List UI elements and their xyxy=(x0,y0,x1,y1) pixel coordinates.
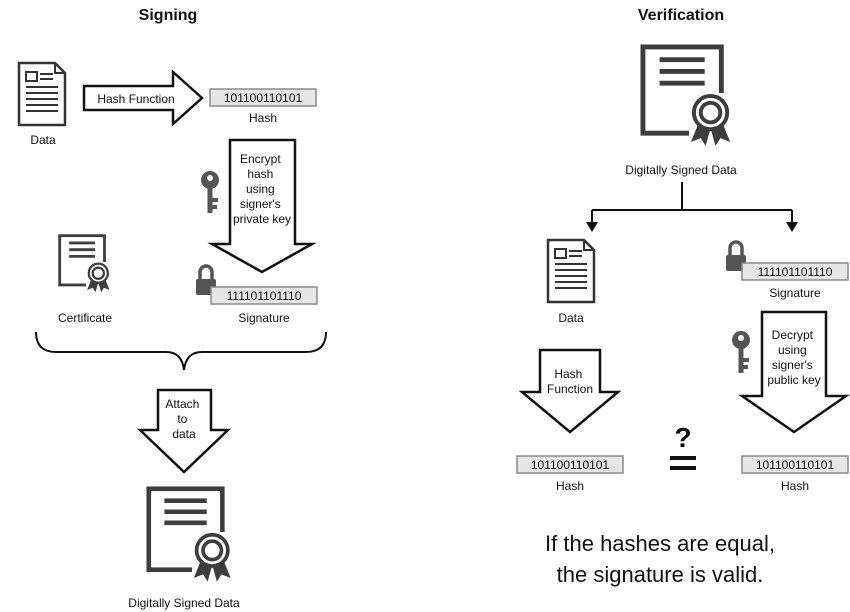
decrypted-hash-value: 101100110101 xyxy=(756,458,835,472)
comparison-question-mark: ? xyxy=(674,422,691,453)
grouping-brace xyxy=(35,331,327,371)
signature-value-box xyxy=(210,286,318,305)
verify-signature-label: Signature xyxy=(769,286,821,300)
hash-function-label: Hash Function xyxy=(97,92,174,106)
verify-signature-value-box xyxy=(741,262,849,281)
hash-value: 101100110101 xyxy=(224,91,303,105)
arrowhead-right xyxy=(786,222,798,232)
verify-data-label: Data xyxy=(558,311,584,325)
arrowhead-left xyxy=(586,222,598,232)
caption-line-1: If the hashes are equal, xyxy=(545,531,775,556)
hash-function-arrow xyxy=(82,69,204,127)
decrypt-arrow xyxy=(737,310,850,434)
encrypt-label: Encrypt hash using signer's private key xyxy=(233,152,291,226)
signing-data-label: Data xyxy=(30,133,56,147)
computed-hash-box xyxy=(516,455,624,474)
verify-signed-data-icon xyxy=(643,47,732,146)
verification-caption: If the hashes are equal, the signature i… xyxy=(470,528,850,590)
signing-signed-data-label: Digitally Signed Data xyxy=(128,596,240,610)
verify-signature-value: 111101101110 xyxy=(758,265,833,279)
verify-hash-function-arrow xyxy=(518,348,622,434)
certificate-label: Certificate xyxy=(58,311,112,325)
hash-label: Hash xyxy=(249,111,277,125)
verify-data-document-icon xyxy=(546,238,596,304)
decrypted-hash-label: Hash xyxy=(781,479,809,493)
verify-signed-data-label: Digitally Signed Data xyxy=(625,163,737,177)
private-key-icon xyxy=(201,171,219,213)
computed-hash-label: Hash xyxy=(556,479,584,493)
verification-title: Verification xyxy=(638,7,724,24)
attach-label: Attach to data xyxy=(165,397,202,441)
decrypt-label: Decrypt using signer's public key xyxy=(767,328,820,387)
decrypted-hash-box xyxy=(741,455,849,474)
computed-hash-value: 101100110101 xyxy=(531,458,610,472)
equals-bar-bottom xyxy=(670,466,696,470)
caption-line-2: the signature is valid. xyxy=(556,562,764,587)
signature-value: 111101101110 xyxy=(227,289,302,303)
signing-title: Signing xyxy=(139,7,198,24)
signature-label: Signature xyxy=(238,311,290,325)
certificate-icon xyxy=(58,234,113,294)
signed-data-certificate-icon xyxy=(149,489,233,582)
data-document-icon xyxy=(17,61,67,127)
public-key-icon xyxy=(732,331,750,373)
equals-bar-top xyxy=(670,456,696,460)
attach-arrow xyxy=(136,388,232,474)
hash-value-box xyxy=(209,88,317,107)
verify-hash-function-label: Hash Function xyxy=(547,367,593,396)
encrypt-arrow xyxy=(207,138,317,274)
